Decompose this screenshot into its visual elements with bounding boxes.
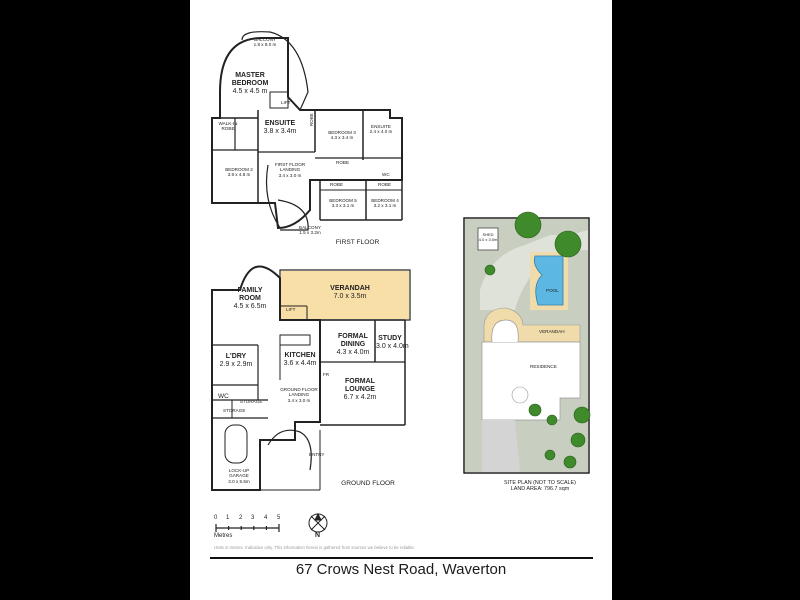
stair-curve-upper: [265, 164, 281, 229]
pool-label: POOL: [546, 288, 559, 293]
verandah-fill: [281, 271, 409, 319]
site-plan-drawing: [463, 211, 591, 474]
driveway: [482, 420, 520, 472]
pool-shape: [533, 255, 564, 306]
stair-curve-lower: [267, 429, 312, 471]
property-address: 67 Crows Nest Road, Waverton: [295, 561, 507, 578]
scale-tick-3: 3: [251, 515, 255, 521]
robe-mid-label: ROBE: [336, 160, 350, 165]
ground-floor-outline: [211, 265, 321, 491]
north-arrow-icon: [308, 512, 328, 533]
disclaimer-text: Units in metres. Indicative only. This i…: [214, 545, 415, 550]
ground-floor-wc-label: WC: [218, 393, 229, 400]
scale-tick-1: 1: [226, 515, 230, 521]
walk-in-robe-label: WALK-IN ROBE: [218, 121, 238, 132]
scale-unit-label: Metres: [214, 533, 233, 539]
car-shape: [224, 424, 248, 464]
floor-plan-drawing: [211, 31, 591, 533]
shed-shape: [477, 227, 499, 251]
entry-label: ENTRY: [309, 452, 325, 457]
north-label: N: [315, 532, 321, 539]
robe-vertical-label: ROBE: [308, 113, 314, 127]
fr-label: FR: [323, 372, 330, 377]
site-verandah-label: VERANDAH: [539, 329, 565, 334]
scale-tick-2: 2: [239, 515, 243, 521]
first-floor-lift-label: LIFT: [281, 100, 291, 105]
first-floor-title: FIRST FLOOR: [335, 239, 380, 246]
ground-floor-title: GROUND FLOOR: [341, 480, 395, 487]
robe-b4-label: ROBE: [378, 182, 392, 187]
scale-bar: [215, 524, 280, 532]
balcony-top-outline: [241, 31, 309, 111]
storage-2-label: STORAGE: [223, 408, 246, 413]
residence-label: RESIDENCE: [530, 364, 557, 369]
balcony-bottom-outline: [277, 199, 309, 231]
address-divider: [210, 557, 593, 559]
trees: [484, 211, 591, 469]
first-floor-outline: [211, 37, 403, 230]
storage-1-label: STORAGE: [240, 399, 263, 404]
scale-tick-5: 5: [277, 515, 281, 521]
robe-b5-label: ROBE: [330, 182, 344, 187]
scale-tick-0: 0: [214, 515, 218, 521]
scale-tick-4: 4: [264, 515, 268, 521]
ground-floor-lift-label: LIFT: [286, 307, 296, 312]
first-floor-wc-label: WC: [382, 172, 390, 177]
site-plan-caption: SITE PLAN (NOT TO SCALE)LAND AREA: 796.7…: [504, 480, 576, 493]
